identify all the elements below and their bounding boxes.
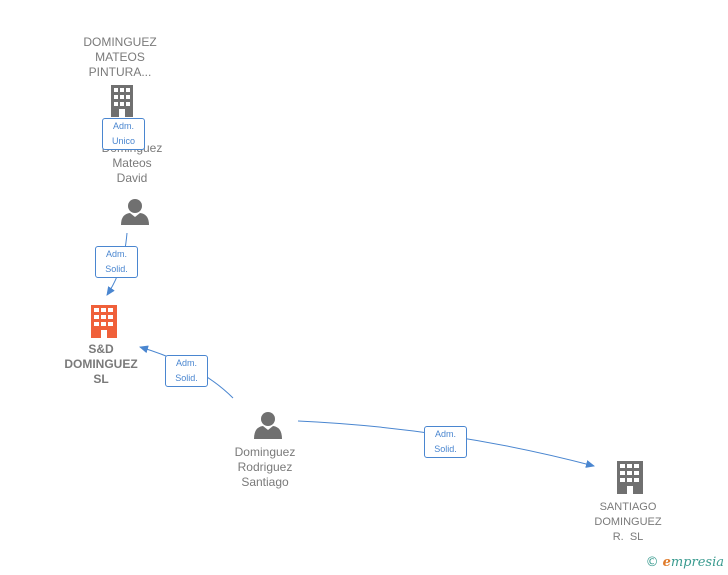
edge-line: Solid.: [434, 444, 457, 454]
copyright-icon: ©: [645, 555, 659, 570]
node-line: Santiago: [241, 475, 289, 489]
edge-label-adm-solid[interactable]: Adm. Solid.: [95, 246, 138, 278]
node-line: MATEOS: [95, 50, 145, 64]
edge-line: Unico: [111, 136, 135, 146]
brand-watermark[interactable]: ©empresia: [646, 555, 724, 570]
node-line: S&D: [88, 342, 114, 356]
node-line: Dominguez: [234, 445, 296, 459]
node-line: R. SL: [612, 531, 644, 543]
brand-name: mpresia: [670, 555, 724, 570]
edge-label-adm-unico[interactable]: Adm. Unico: [102, 118, 145, 150]
node-line: David: [116, 171, 148, 185]
edge-line: Solid.: [105, 264, 128, 274]
edge-line: Solid.: [175, 373, 198, 383]
building-icon[interactable]: [111, 85, 133, 117]
building-icon-main[interactable]: [91, 305, 117, 338]
node-line: PINTURA...: [88, 65, 152, 79]
node-label-santiago-person[interactable]: Dominguez Rodriguez Santiago: [205, 445, 325, 490]
brand-initial: e: [662, 555, 671, 570]
node-line: DOMINGUEZ: [594, 516, 662, 528]
building-icon[interactable]: [617, 461, 643, 494]
node-line: Mateos: [112, 156, 152, 170]
node-label-santiago-sl[interactable]: SANTIAGO DOMINGUEZ R. SL: [568, 500, 688, 545]
node-line: DOMINGUEZ: [64, 357, 138, 371]
edge-line: Adm.: [175, 358, 197, 368]
node-line: SANTIAGO: [599, 501, 657, 513]
person-icon[interactable]: [254, 412, 282, 439]
node-line: SL: [93, 372, 109, 386]
node-line: Rodriguez: [237, 460, 293, 474]
person-icon[interactable]: [121, 199, 149, 225]
edge-line: Adm.: [105, 249, 127, 259]
edge-line: Adm.: [434, 429, 456, 439]
node-line: DOMINGUEZ: [83, 35, 157, 49]
edge-label-adm-solid[interactable]: Adm. Solid.: [165, 355, 208, 387]
node-label-sd[interactable]: S&D DOMINGUEZ SL: [41, 342, 161, 387]
edge-label-adm-solid[interactable]: Adm. Solid.: [424, 426, 467, 458]
node-label-pintura[interactable]: DOMINGUEZ MATEOS PINTURA...: [60, 35, 180, 80]
edge-line: Adm.: [112, 121, 134, 131]
